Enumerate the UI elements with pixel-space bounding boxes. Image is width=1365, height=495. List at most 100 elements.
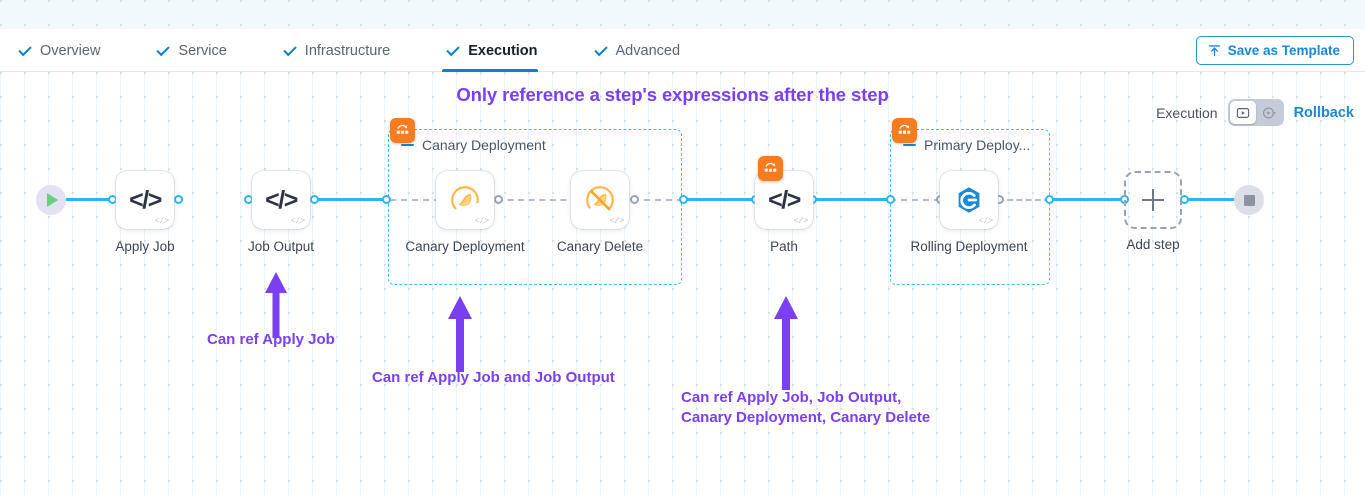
execution-label: Execution	[1156, 104, 1218, 121]
port-primary-out[interactable]	[1045, 195, 1054, 204]
node-type-badge: </>	[978, 217, 993, 226]
play-circle-icon	[1262, 107, 1276, 118]
add-step-button[interactable]	[1124, 171, 1182, 229]
execution-flow-graph: Canary Deployment Primary Deploy...	[0, 72, 1365, 495]
annotation-arrow-apply-job	[265, 272, 287, 338]
annotation-apply-job: Can ref Apply Job	[207, 331, 335, 348]
canary-icon	[451, 186, 479, 214]
flow-end-node[interactable]	[1234, 185, 1264, 215]
save-as-template-label: Save as Template	[1227, 43, 1340, 58]
node-canary-delete[interactable]: </>	[571, 171, 629, 229]
canary-delete-icon	[586, 186, 614, 214]
check-icon	[283, 44, 297, 58]
tab-label: Overview	[40, 42, 101, 59]
code-icon: </>	[768, 185, 801, 214]
group-label: Canary Deployment	[422, 137, 546, 153]
group-primary-deployment[interactable]: Primary Deploy...	[890, 129, 1050, 285]
node-label-path: Path	[770, 239, 798, 254]
save-as-template-button[interactable]: Save as Template	[1195, 36, 1354, 65]
node-label-job-output: Job Output	[247, 239, 315, 254]
port-apply-left[interactable]	[174, 195, 183, 204]
rollback-link[interactable]: Rollback	[1293, 104, 1354, 121]
port-canary-right[interactable]	[494, 195, 503, 204]
node-job-output[interactable]: </> </>	[252, 171, 310, 229]
node-type-badge: </>	[474, 217, 489, 226]
annotation-canary: Can ref Apply Job and Job Output	[372, 369, 615, 386]
node-type-badge: </>	[154, 217, 169, 226]
tab-label: Infrastructure	[304, 42, 391, 59]
edge-rolling-groupout	[998, 199, 1050, 201]
pipeline-canvas[interactable]: Only reference a step's expressions afte…	[0, 72, 1365, 495]
node-apply-job[interactable]: </> </>	[116, 171, 174, 229]
tab-infrastructure[interactable]: Infrastructure	[279, 29, 412, 72]
node-label-canary-delete: Canary Delete	[556, 239, 644, 254]
port-group-out[interactable]	[679, 195, 688, 204]
edge-group-path	[682, 198, 758, 201]
add-step-label: Add step	[1126, 237, 1180, 252]
check-icon	[156, 44, 170, 58]
edge-joboutput-group	[310, 198, 390, 201]
group-canary-deployment[interactable]: Canary Deployment	[388, 129, 682, 285]
stage-tabs: Overview Service Infrastructure Executio…	[14, 29, 732, 72]
stage-tab-bar: Overview Service Infrastructure Executio…	[0, 29, 1365, 72]
step-group-icon	[898, 124, 911, 134]
tab-service[interactable]: Service	[152, 29, 248, 72]
edge-group-canary	[390, 199, 440, 201]
edge-primary-addstep	[1048, 198, 1126, 201]
port-primary-in[interactable]	[886, 195, 895, 204]
code-icon: </>	[265, 185, 298, 214]
node-rolling-deployment[interactable]: </>	[940, 171, 998, 229]
collapse-icon[interactable]	[903, 143, 916, 147]
flow-start-node[interactable]	[36, 185, 66, 215]
node-type-badge: </>	[793, 217, 808, 226]
check-icon	[446, 44, 460, 58]
node-label-rolling-deployment: Rolling Deployment	[910, 239, 1028, 254]
collapse-icon[interactable]	[401, 143, 414, 147]
group-header: Canary Deployment	[401, 137, 546, 153]
edge-canary-delete	[497, 199, 577, 201]
rollback-mode-button[interactable]	[1256, 101, 1282, 124]
mode-segmented-control[interactable]	[1227, 99, 1284, 126]
tab-label: Advanced	[615, 42, 681, 59]
annotation-arrow-canary	[448, 296, 472, 372]
code-icon: </>	[129, 185, 162, 214]
tab-overview[interactable]: Overview	[14, 29, 122, 72]
group-header: Primary Deploy...	[903, 137, 1030, 153]
group-primary-step-badge	[892, 118, 917, 143]
port-joboutput-right[interactable]	[382, 195, 391, 204]
play-icon	[47, 193, 58, 207]
node-label-canary-deployment: Canary Deployment	[405, 239, 525, 254]
play-in-box-icon	[1236, 107, 1249, 118]
edge-delete-groupout	[633, 199, 683, 201]
canvas-top-strip	[0, 0, 1365, 29]
node-path-step-badge	[758, 156, 783, 181]
node-canary-deployment[interactable]: </>	[436, 171, 494, 229]
group-canary-step-badge	[390, 118, 415, 143]
node-type-badge: </>	[609, 217, 624, 226]
execution-rollback-toggle: Execution Rollback	[1156, 99, 1354, 126]
tab-label: Execution	[468, 42, 538, 59]
upload-icon	[1208, 45, 1220, 57]
port-delete-right[interactable]	[630, 195, 639, 204]
check-icon	[18, 44, 32, 58]
edge-start-apply	[62, 198, 120, 201]
edge-addstep-end	[1184, 198, 1252, 201]
annotation-arrow-path	[774, 296, 798, 390]
node-type-badge: </>	[290, 217, 305, 226]
tab-advanced[interactable]: Advanced	[590, 29, 703, 72]
edge-primary-rolling	[890, 199, 940, 201]
tab-label: Service	[178, 42, 227, 59]
annotation-headline: Only reference a step's expressions afte…	[456, 84, 889, 105]
group-label: Primary Deploy...	[924, 137, 1031, 153]
edge-path-primary	[812, 198, 892, 201]
check-icon	[594, 44, 608, 58]
execution-mode-button[interactable]	[1229, 101, 1256, 124]
plus-icon	[1142, 189, 1164, 211]
tab-execution[interactable]: Execution	[442, 29, 559, 72]
rolling-deployment-icon	[958, 187, 980, 213]
port-joboutput-left[interactable]	[310, 195, 319, 204]
stop-icon	[1243, 194, 1255, 206]
node-label-apply-job: Apply Job	[115, 239, 175, 254]
annotation-path: Can ref Apply Job, Job Output, Canary De…	[681, 389, 931, 426]
